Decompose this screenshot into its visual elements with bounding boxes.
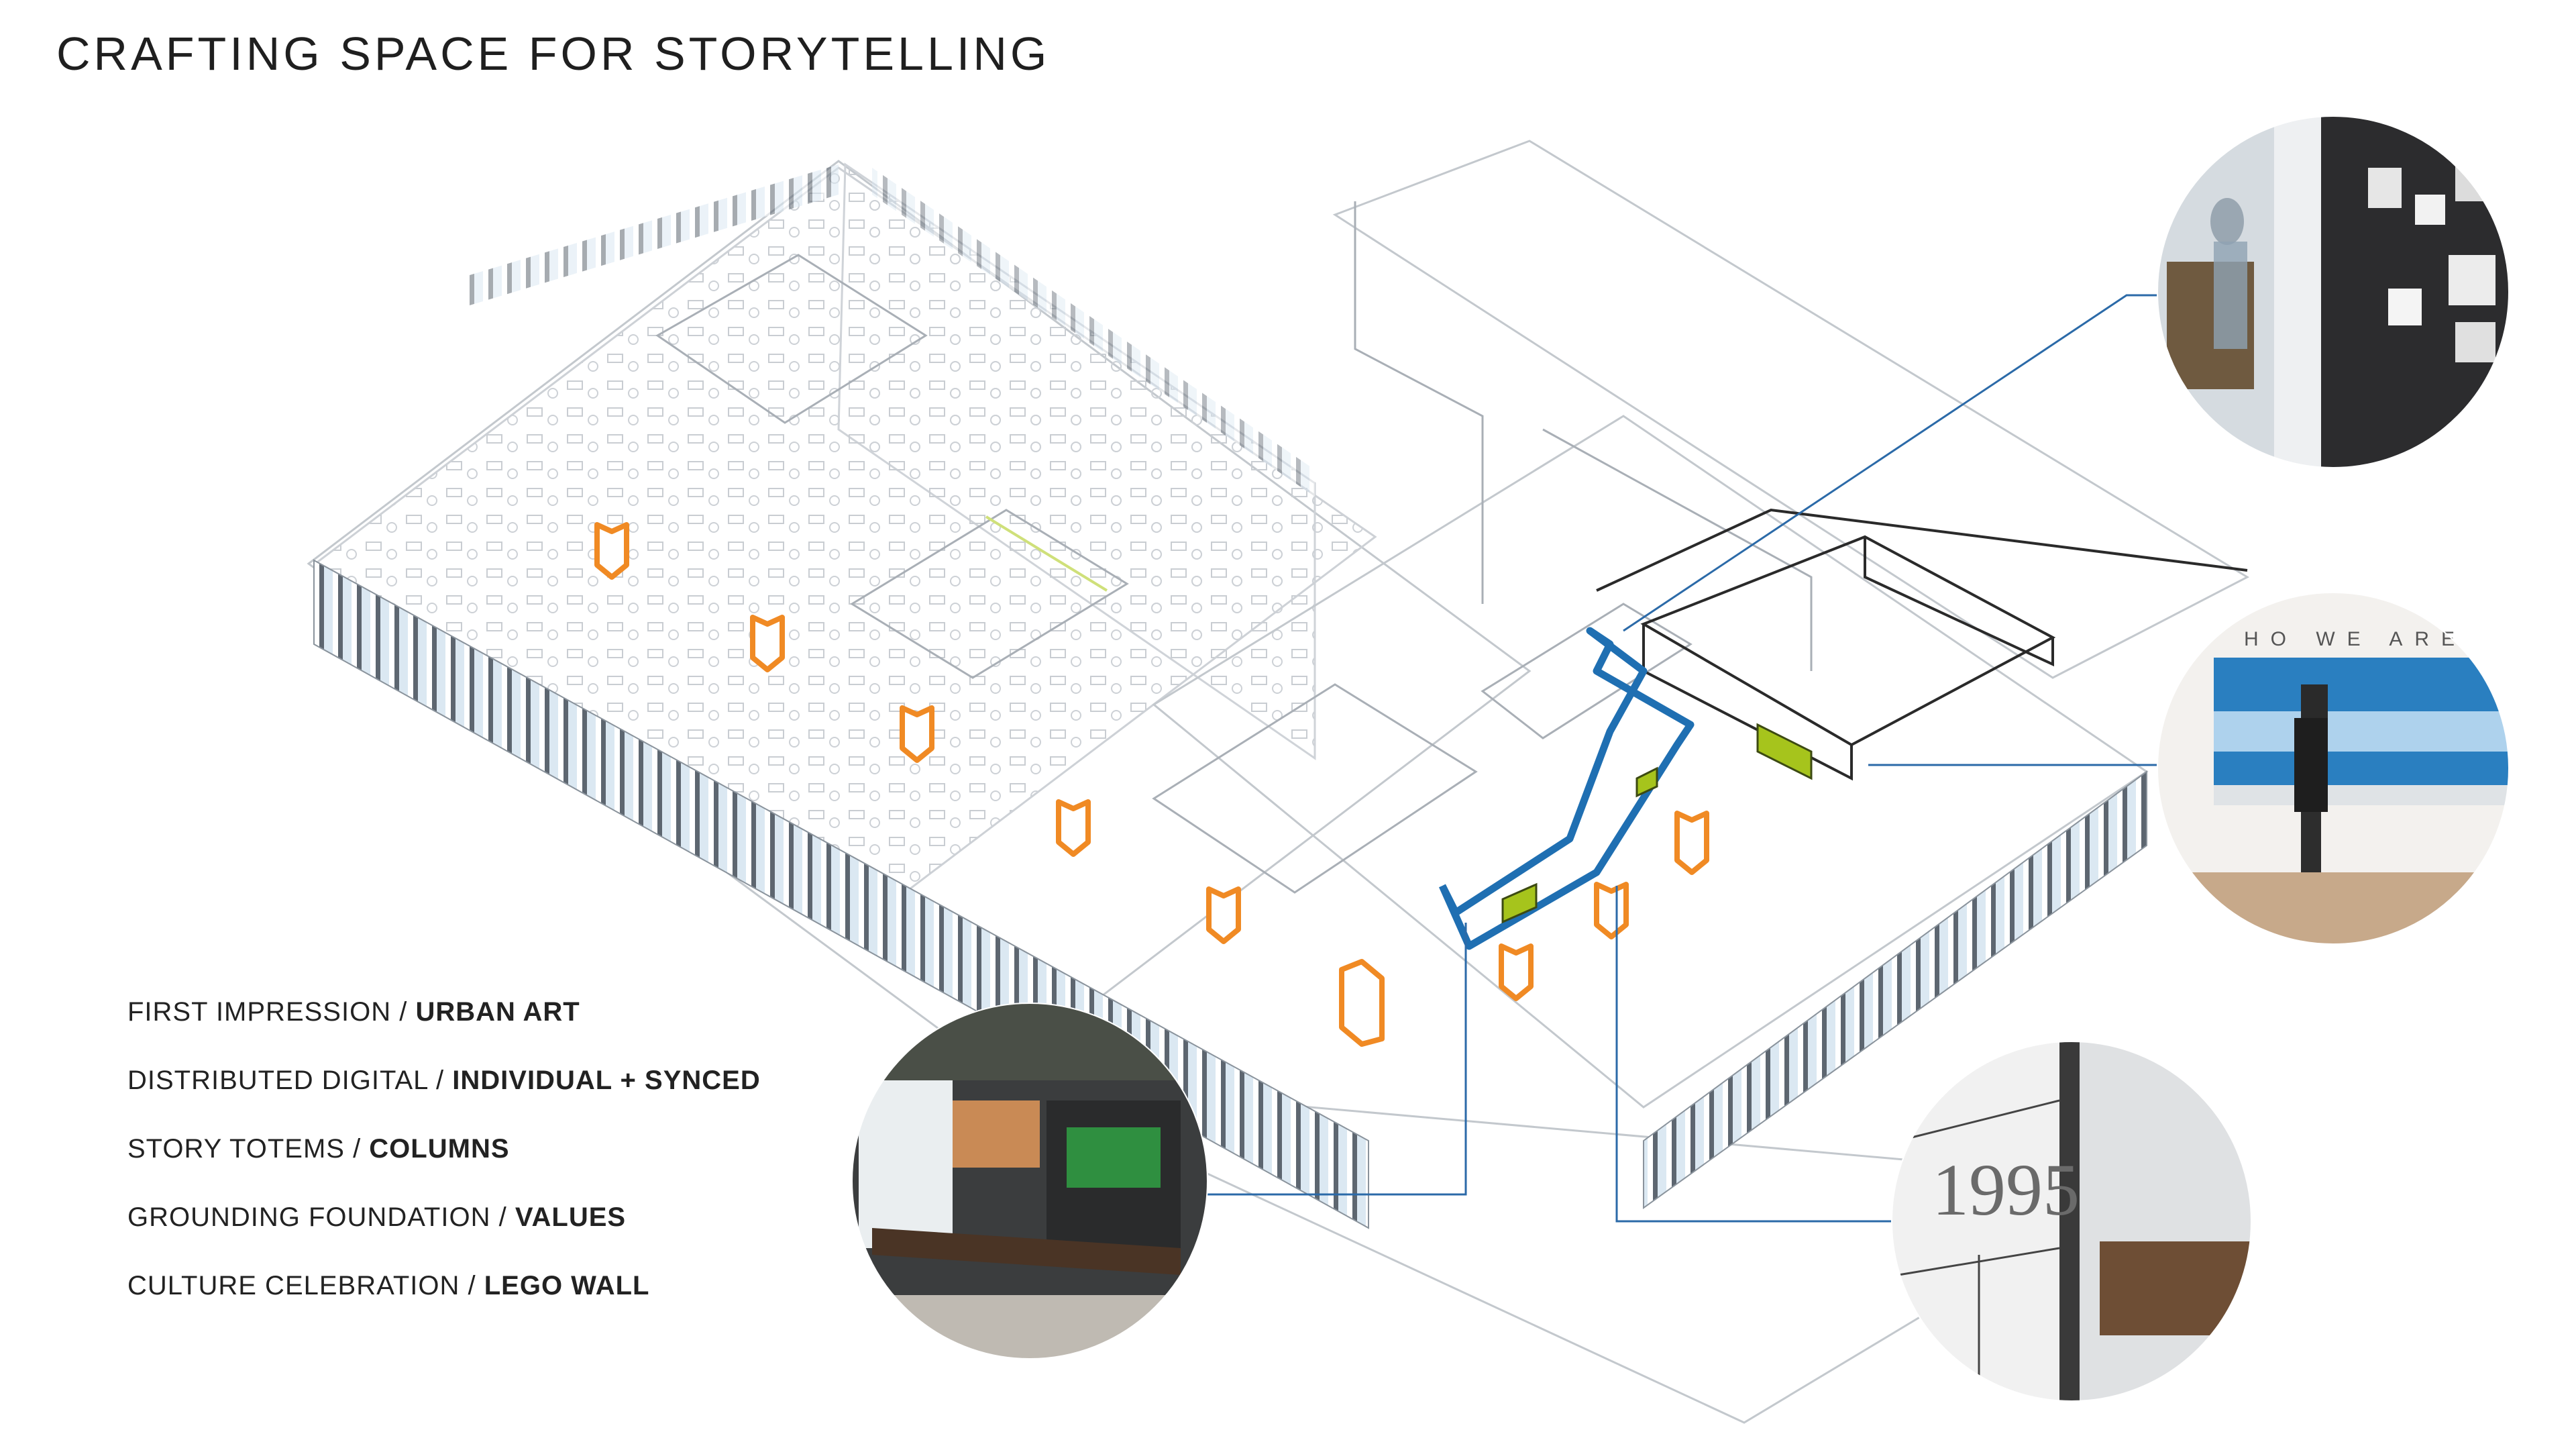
leader-lines [1201, 294, 2160, 1223]
interior-rooms [655, 201, 1813, 894]
story-totems [594, 522, 1709, 1047]
digital-screens [985, 515, 1813, 924]
photo-urban-art-frame [2157, 115, 2510, 468]
legend-item-grounding-foundation: GROUNDING FOUNDATION / VALUES [127, 1202, 627, 1232]
feature-room [1596, 508, 2248, 781]
photo-wall-sign: HO WE ARE [2244, 628, 2467, 650]
legend-item-story-totems: STORY TOTEMS / COLUMNS [127, 1134, 510, 1164]
photo-timeline-year: 1995 [1932, 1149, 2080, 1231]
photo-timeline-wall [1892, 1041, 2251, 1401]
photo-digital-wall-frame [2157, 592, 2510, 945]
photo-timeline-wall-frame [1891, 1041, 2252, 1402]
legend-item-culture-celebration: CULTURE CELEBRATION / LEGO WALL [127, 1271, 650, 1300]
page-title: CRAFTING SPACE FOR STORYTELLING [56, 28, 1051, 80]
legend-item-distributed-digital: DISTRIBUTED DIGITAL / INDIVIDUAL + SYNCE… [127, 1066, 761, 1095]
storytelling-legend: FIRST IMPRESSION / URBAN ART DISTRIBUTED… [127, 992, 761, 1334]
values-path [1438, 627, 1695, 950]
photo-urban-art [2157, 116, 2509, 468]
photo-meeting-room-frame [851, 1003, 1208, 1360]
legend-item-first-impression: FIRST IMPRESSION / URBAN ART [127, 997, 580, 1027]
